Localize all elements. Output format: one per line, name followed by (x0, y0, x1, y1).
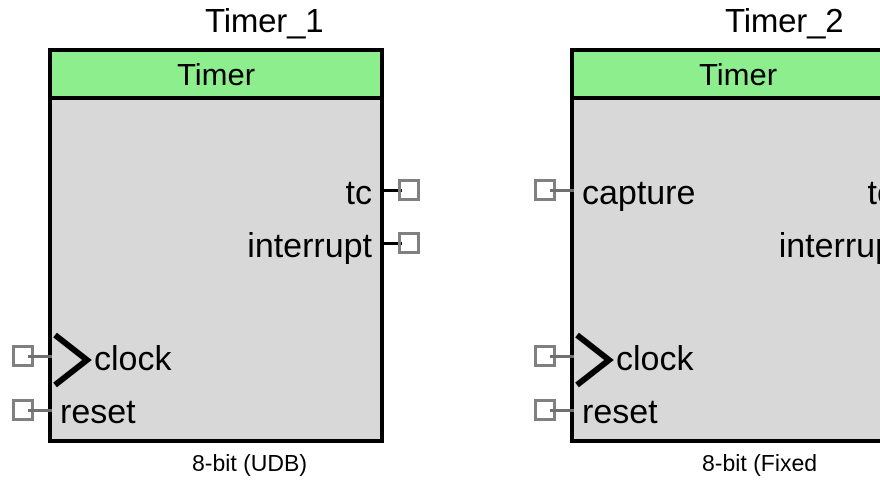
port-label-interrupt: interrup (778, 227, 880, 265)
lead-reset (550, 409, 574, 412)
port-label-reset: reset (60, 393, 136, 431)
port-label-clock: clock (94, 340, 172, 378)
port-label-reset: reset (582, 393, 658, 431)
lead-clock (550, 355, 574, 358)
lead-reset (28, 409, 52, 412)
lead-interrupt (384, 242, 402, 245)
component-instance-name: Timer_2 (725, 2, 844, 39)
component-header-label: Timer (698, 56, 778, 92)
component-header: Timer (52, 52, 380, 100)
port-label-interrupt: interrupt (247, 227, 372, 265)
lead-tc (384, 189, 402, 192)
lead-clock (28, 355, 52, 358)
component-symbol-timer-2[interactable]: Timer_2 Timer capture tc interrup clock … (522, 0, 880, 495)
component-header-label: Timer (176, 56, 256, 92)
component-instance-name: Timer_1 (205, 2, 324, 39)
port-label-tc: tc (867, 174, 880, 212)
component-footer-label: 8-bit (Fixed (702, 450, 818, 476)
port-label-tc: tc (345, 174, 372, 212)
component-footer-label: 8-bit (UDB) (192, 450, 308, 476)
component-body[interactable]: Timer tc interrupt clock reset (48, 48, 384, 443)
port-label-capture: capture (582, 174, 696, 212)
component-body[interactable]: Timer capture tc interrup clock reset (570, 48, 880, 443)
lead-capture (550, 189, 574, 192)
component-symbol-timer-1[interactable]: Timer_1 Timer tc interrupt clock reset (0, 0, 440, 495)
terminal-interrupt[interactable] (398, 232, 420, 254)
terminal-tc[interactable] (398, 179, 420, 201)
port-label-clock: clock (616, 340, 694, 378)
component-header: Timer (574, 52, 880, 100)
